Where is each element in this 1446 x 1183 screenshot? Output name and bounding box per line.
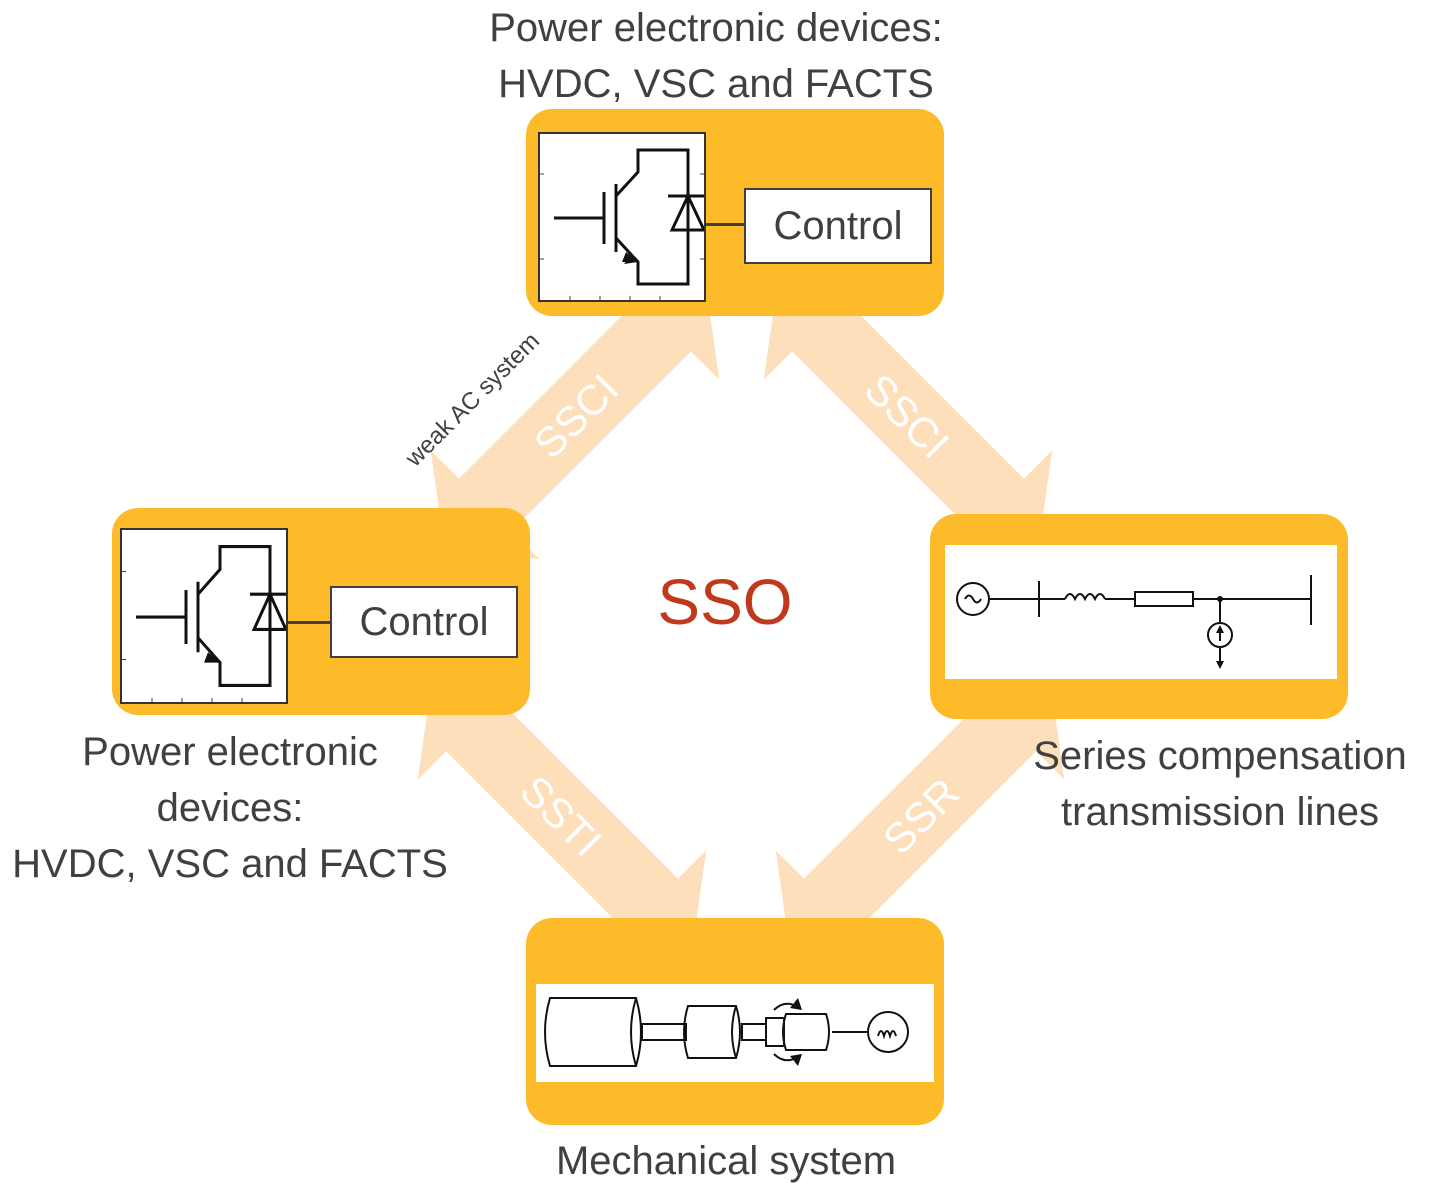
- center-label: SSO: [657, 566, 793, 638]
- bottom-node-panel: [526, 918, 944, 1125]
- control-box: Control: [330, 586, 518, 658]
- left-node-panel: Control: [112, 508, 530, 715]
- left-node-caption: Power electronic devices: HVDC, VSC and …: [12, 730, 448, 886]
- series-compensated-line-icon: [956, 575, 1312, 669]
- right-node-caption: Series compensation transmission lines: [1033, 734, 1407, 834]
- igbt-box: [120, 528, 290, 704]
- control-connector: [288, 621, 330, 624]
- top-node-caption: Power electronic devices: HVDC, VSC and …: [489, 6, 943, 106]
- igbt-box: [538, 132, 708, 302]
- top-node-panel: Control: [526, 109, 944, 316]
- right-node-panel: [930, 514, 1348, 719]
- control-connector: [706, 223, 744, 226]
- shaft-diagram-box: [536, 984, 934, 1082]
- igbt-with-diode-icon: [122, 545, 290, 702]
- bottom-node-caption: Mechanical system: [555, 1139, 897, 1183]
- line-diagram-box: [945, 545, 1337, 679]
- igbt-with-diode-icon: [540, 148, 708, 300]
- turbine-generator-shaft-icon: [544, 997, 909, 1067]
- control-box: Control: [744, 188, 932, 264]
